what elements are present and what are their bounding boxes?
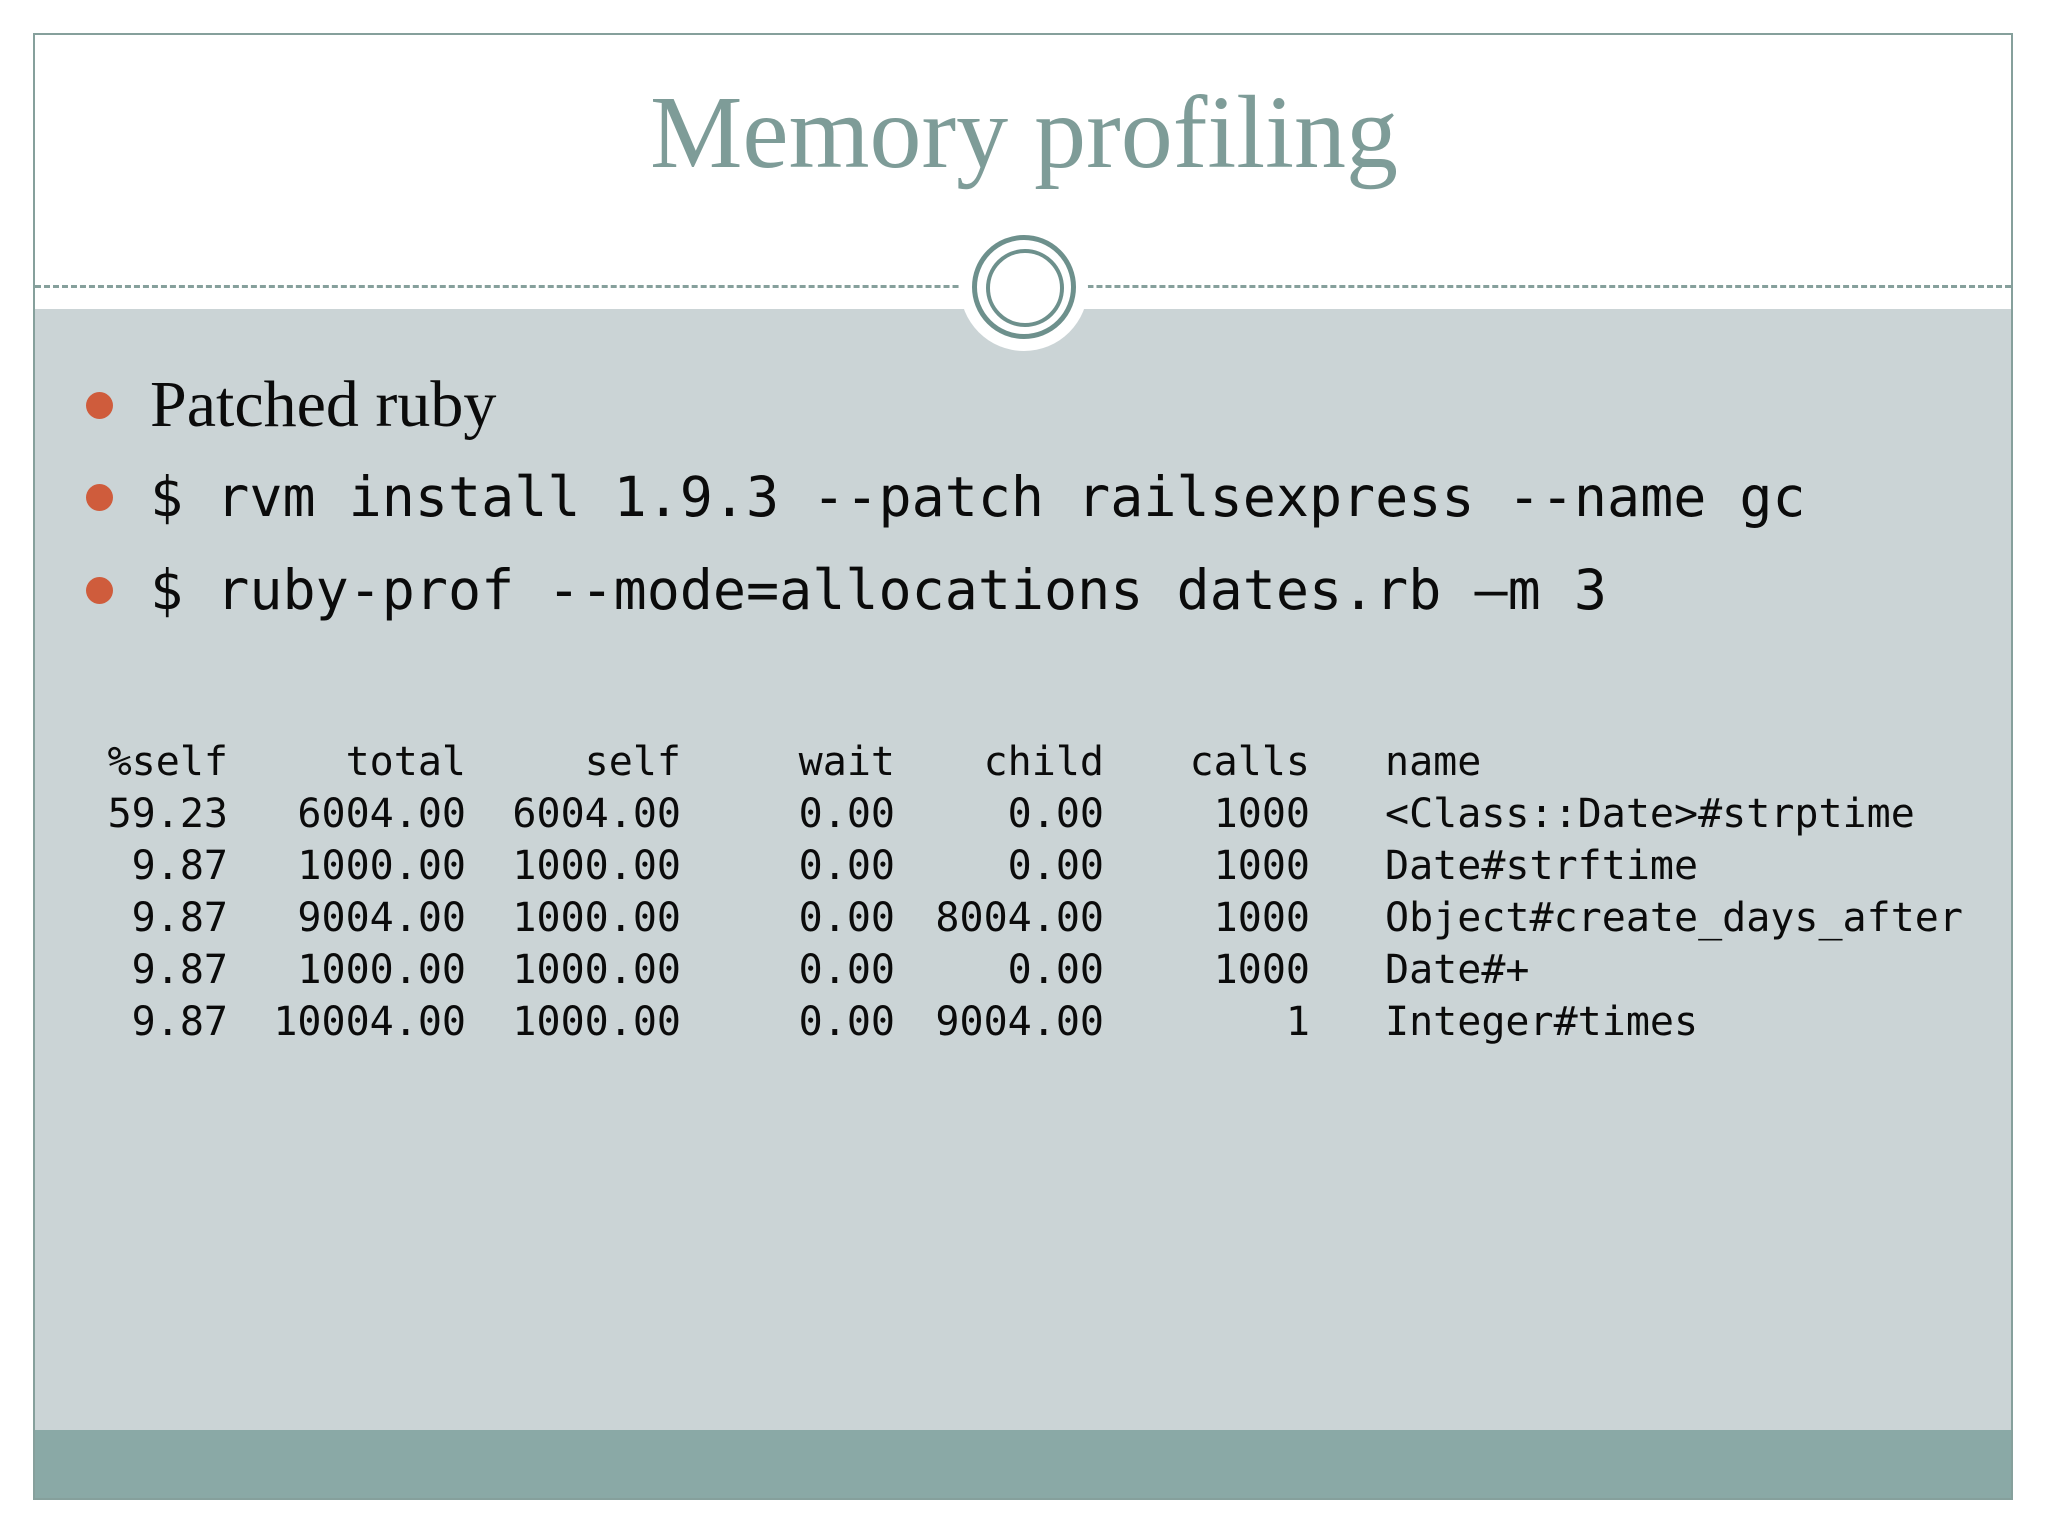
cell-method-name: Integer#times <box>1385 999 1699 1045</box>
cell-wait: 0.00 <box>798 843 895 889</box>
cell-self: 1000.00 <box>512 843 681 889</box>
cell-method-name: <Class::Date>#strptime <box>1385 791 1915 837</box>
table-row: 9.87 10004.00 1000.00 0.00 9004.00 1 Int… <box>95 996 1963 1048</box>
column-header-self: self <box>584 739 681 785</box>
bullet-dot-icon <box>86 483 113 511</box>
column-header-pct-self: %self <box>107 739 228 785</box>
cell-child: 8004.00 <box>935 895 1104 941</box>
profiler-table-body: 59.23 6004.00 6004.00 0.00 0.00 1000 <Cl… <box>95 788 1963 1048</box>
cell-calls: 1 <box>1285 999 1310 1045</box>
cell-pct-self: 9.87 <box>131 895 228 941</box>
cell-pct-self: 59.23 <box>107 791 228 837</box>
table-row: 9.87 1000.00 1000.00 0.00 0.00 1000 Date… <box>95 840 1963 892</box>
table-header-row: %self total self wait child calls name <box>95 736 1963 788</box>
cell-self: 1000.00 <box>512 947 681 993</box>
bullet-command-text: $ ruby-prof --mode=allocations dates.rb … <box>150 558 1607 622</box>
column-header-name: name <box>1385 739 1482 785</box>
cell-total: 10004.00 <box>273 999 466 1045</box>
column-header-wait: wait <box>798 739 895 785</box>
cell-total: 1000.00 <box>297 947 466 993</box>
cell-pct-self: 9.87 <box>131 947 228 993</box>
slide-footer-band <box>35 1430 2011 1498</box>
cell-total: 9004.00 <box>297 895 466 941</box>
profiler-output-table: %self total self wait child calls name 5… <box>95 736 1963 1048</box>
cell-wait: 0.00 <box>798 999 895 1045</box>
column-header-total: total <box>345 739 466 785</box>
cell-total: 1000.00 <box>297 843 466 889</box>
bullet-dot-icon <box>86 576 113 604</box>
column-header-child: child <box>983 739 1104 785</box>
cell-calls: 1000 <box>1213 791 1310 837</box>
cell-child: 9004.00 <box>935 999 1104 1045</box>
cell-calls: 1000 <box>1213 843 1310 889</box>
cell-self: 1000.00 <box>512 895 681 941</box>
cell-child: 0.00 <box>1007 843 1104 889</box>
circle-ornament-inner-ring <box>986 249 1064 327</box>
bullet-dot-icon <box>86 391 113 419</box>
slide-body-area <box>35 309 2011 1430</box>
cell-self: 1000.00 <box>512 999 681 1045</box>
cell-method-name: Date#strftime <box>1385 843 1699 889</box>
bullet-item-patched-ruby: Patched ruby <box>86 363 2003 447</box>
bullet-item-ruby-prof-command: $ ruby-prof --mode=allocations dates.rb … <box>86 551 2003 629</box>
cell-pct-self: 9.87 <box>131 999 228 1045</box>
table-row: 9.87 1000.00 1000.00 0.00 0.00 1000 Date… <box>95 944 1963 996</box>
bullet-text: Patched ruby <box>150 368 497 441</box>
table-row: 59.23 6004.00 6004.00 0.00 0.00 1000 <Cl… <box>95 788 1963 840</box>
cell-wait: 0.00 <box>798 791 895 837</box>
cell-method-name: Object#create_days_after <box>1385 895 1963 941</box>
cell-method-name: Date#+ <box>1385 947 1530 993</box>
cell-child: 0.00 <box>1007 791 1104 837</box>
cell-calls: 1000 <box>1213 895 1310 941</box>
cell-self: 6004.00 <box>512 791 681 837</box>
cell-child: 0.00 <box>1007 947 1104 993</box>
cell-calls: 1000 <box>1213 947 1310 993</box>
cell-total: 6004.00 <box>297 791 466 837</box>
cell-wait: 0.00 <box>798 947 895 993</box>
bullet-command-text: $ rvm install 1.9.3 --patch railsexpress… <box>150 465 1806 529</box>
bullet-item-rvm-install-command: $ rvm install 1.9.3 --patch railsexpress… <box>86 458 2003 536</box>
profiler-table-header: %self total self wait child calls name <box>95 736 1963 788</box>
circle-ornament-outer-ring <box>972 235 1076 339</box>
table-row: 9.87 9004.00 1000.00 0.00 8004.00 1000 O… <box>95 892 1963 944</box>
slide-title: Memory profiling <box>649 75 1399 190</box>
cell-pct-self: 9.87 <box>131 843 228 889</box>
cell-wait: 0.00 <box>798 895 895 941</box>
column-header-calls: calls <box>1189 739 1310 785</box>
